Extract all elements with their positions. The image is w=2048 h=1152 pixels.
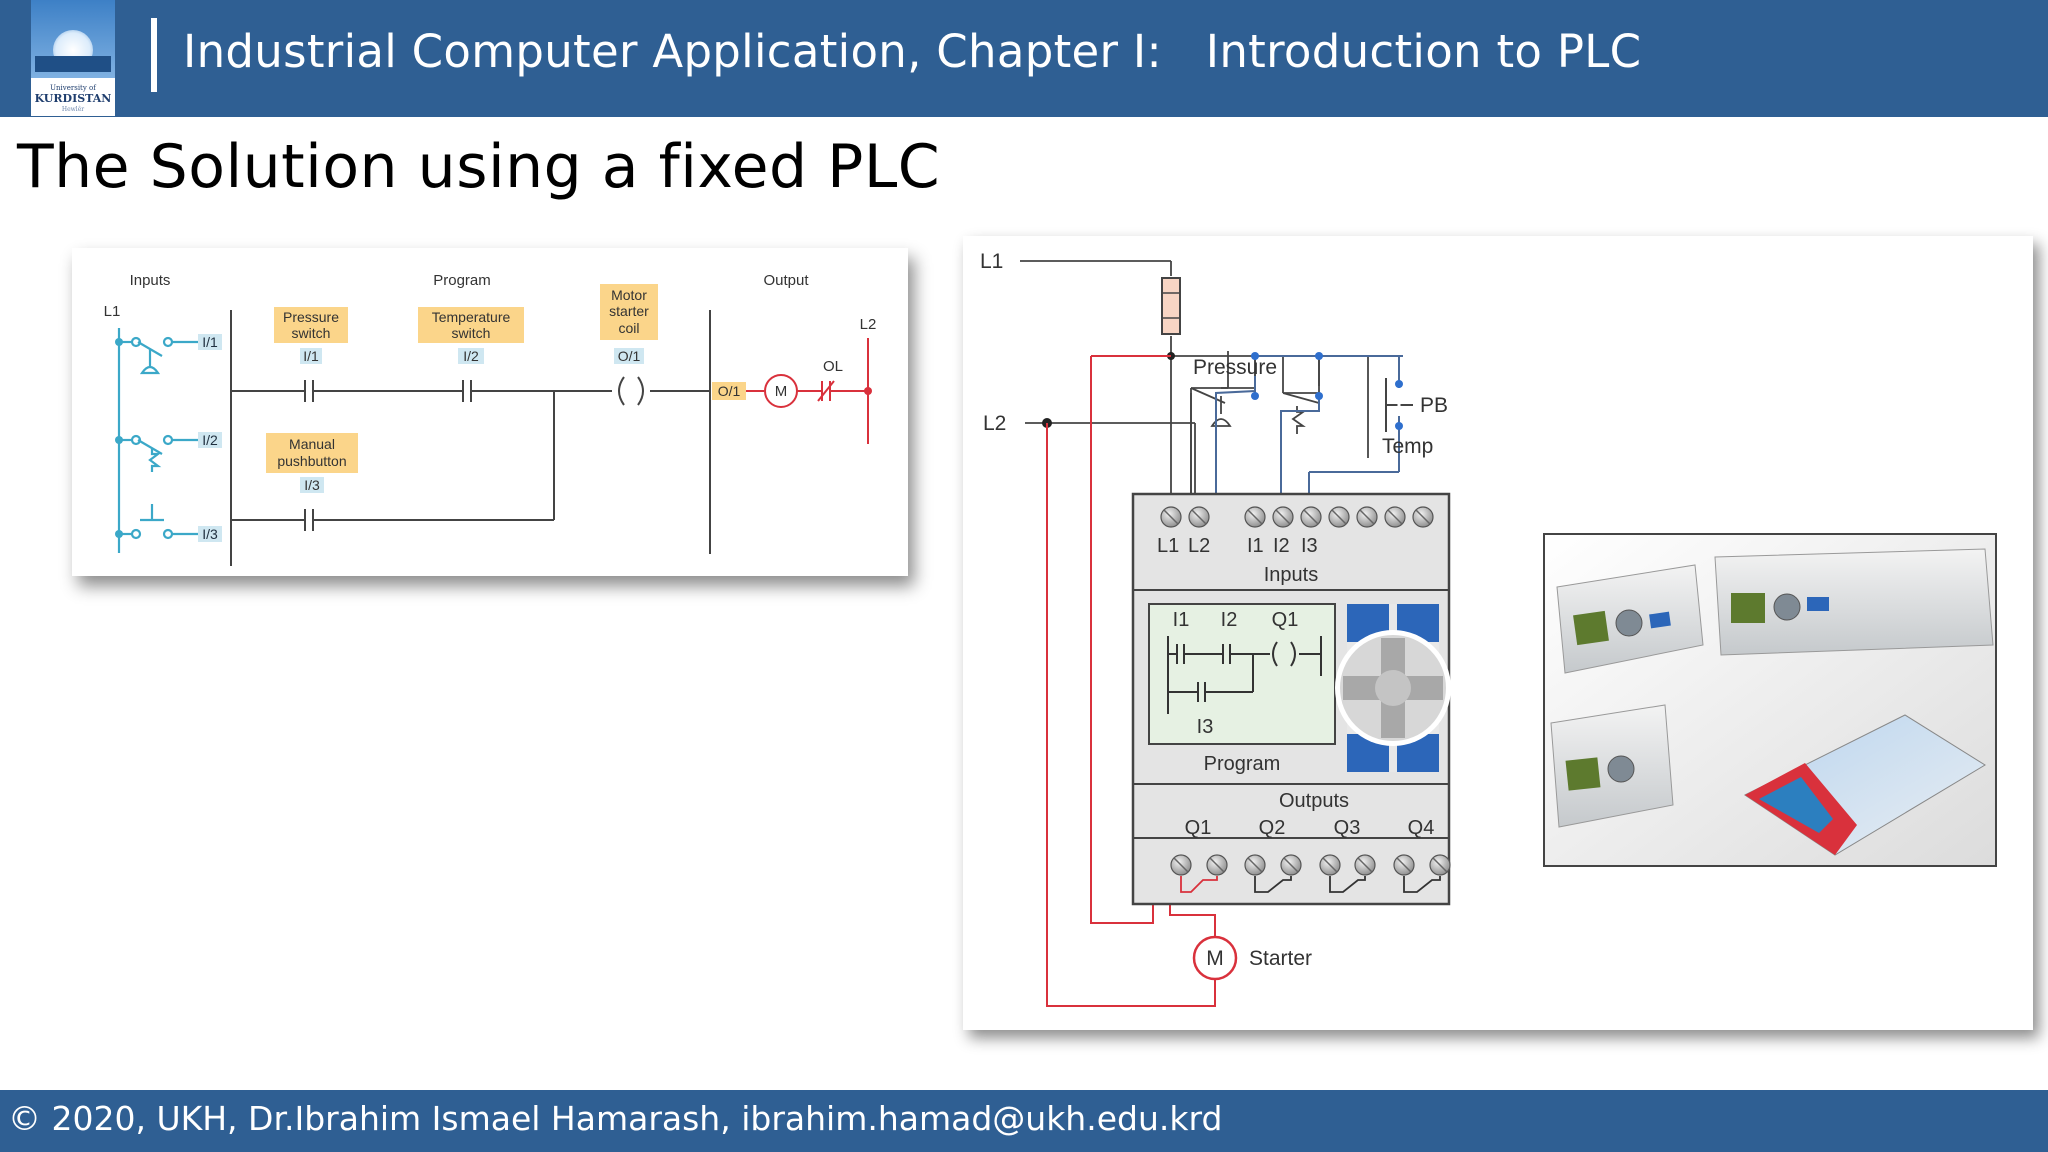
screen-i3: I3 (1197, 716, 1214, 738)
coil-label-3: coil (618, 320, 639, 336)
plc-products-photo (1543, 533, 1997, 867)
coil-address: O/1 (618, 348, 641, 364)
starter-label: Starter (1249, 947, 1312, 970)
logo-sub-text: Hewlêr (61, 106, 85, 113)
footer-copyright: © 2020, UKH, Dr.Ibrahim Ismael Hamarash,… (8, 1099, 1223, 1138)
temperature-switch (1282, 356, 1320, 434)
logo-name-text: KURDISTAN (34, 92, 112, 105)
terminal-l1: L1 (1157, 535, 1179, 557)
pressure-switch-address: I/1 (303, 348, 319, 364)
input-address-2: I/2 (202, 432, 218, 448)
supply-wiring (1020, 260, 1403, 511)
temperature-switch-label-2: switch (452, 325, 491, 341)
ladder-l2-label: L2 (860, 316, 877, 333)
program-header: Program (433, 272, 491, 289)
input-address-3: I/3 (202, 526, 218, 542)
temperature-switch-address: I/2 (463, 348, 479, 364)
output-q3: Q3 (1334, 817, 1361, 839)
output-header: Output (763, 272, 809, 289)
terminal-i2: I2 (1273, 535, 1290, 557)
wiring-l1-label: L1 (980, 250, 1003, 273)
ladder-diagram: Inputs Program Output L1 L2 (104, 272, 877, 566)
pressure-switch-label-1: Pressure (283, 309, 339, 325)
screen-i1: I1 (1173, 609, 1190, 631)
terminal-l2: L2 (1188, 535, 1210, 557)
inputs-label: Inputs (1264, 564, 1318, 586)
manual-pushbutton-label-1: Manual (289, 436, 335, 452)
output-wiring (746, 338, 869, 444)
slide-title: The Solution using a fixed PLC (17, 132, 941, 202)
screen-ladder (1167, 636, 1322, 714)
wiring-l2-label: L2 (983, 412, 1006, 435)
terminal-i1: I1 (1247, 535, 1264, 557)
plc-unit-large (1714, 548, 1994, 656)
logo-small-text: University of (50, 84, 96, 92)
output-q2: Q2 (1259, 817, 1286, 839)
program-label: Program (1204, 753, 1281, 775)
ladder-diagram-panel: Inputs Program Output L1 L2 (72, 248, 908, 576)
ladder-l1-label: L1 (104, 303, 121, 320)
program-rungs (230, 310, 711, 566)
output-q4: Q4 (1408, 817, 1435, 839)
starter-motor-label: M (1206, 947, 1224, 970)
temperature-switch-label-1: Temperature (432, 309, 511, 325)
plc-wiring-diagram: L1 L2 Pressure Temp PB M Starter (980, 250, 1451, 1007)
fuse (1161, 277, 1181, 335)
plc-unit-bottom (1550, 704, 1674, 828)
screen-i2: I2 (1221, 609, 1238, 631)
coil-label-1: Motor (611, 287, 647, 303)
coil-label-2: starter (609, 303, 649, 319)
starter-motor (1192, 935, 1238, 981)
temp-label: Temp (1382, 435, 1433, 458)
terminal-i3: I3 (1301, 535, 1318, 557)
screen-q1: Q1 (1272, 609, 1299, 631)
overload-label: OL (823, 358, 843, 375)
course-title: Industrial Computer Application, Chapter… (183, 25, 1642, 78)
pressure-switch-label-2: switch (292, 325, 331, 341)
pb-label: PB (1420, 394, 1448, 417)
input-wiring (117, 328, 198, 553)
header-bar: University of KURDISTAN Hewlêr Industria… (0, 0, 2048, 117)
keypad (1335, 604, 1451, 772)
header-divider (151, 18, 157, 92)
input-address-1: I/1 (202, 334, 218, 350)
university-logo: University of KURDISTAN Hewlêr (31, 0, 115, 116)
output-q1: Q1 (1185, 817, 1212, 839)
plc-unit-small (1556, 564, 1704, 674)
footer-bar: © 2020, UKH, Dr.Ibrahim Ismael Hamarash,… (0, 1090, 2048, 1152)
manual-pushbutton-label-2: pushbutton (277, 453, 346, 469)
plc-screen (1148, 603, 1336, 745)
output-address: O/1 (718, 383, 741, 399)
motor-label: M (775, 383, 788, 400)
manual-pushbutton-address: I/3 (304, 477, 320, 493)
manual-book (1744, 714, 1986, 856)
relay-contacts (1254, 876, 1441, 893)
plc-products-illustration (1545, 535, 1995, 865)
outputs-label: Outputs (1279, 790, 1349, 812)
inputs-header: Inputs (130, 272, 171, 289)
pressure-label: Pressure (1193, 356, 1277, 379)
